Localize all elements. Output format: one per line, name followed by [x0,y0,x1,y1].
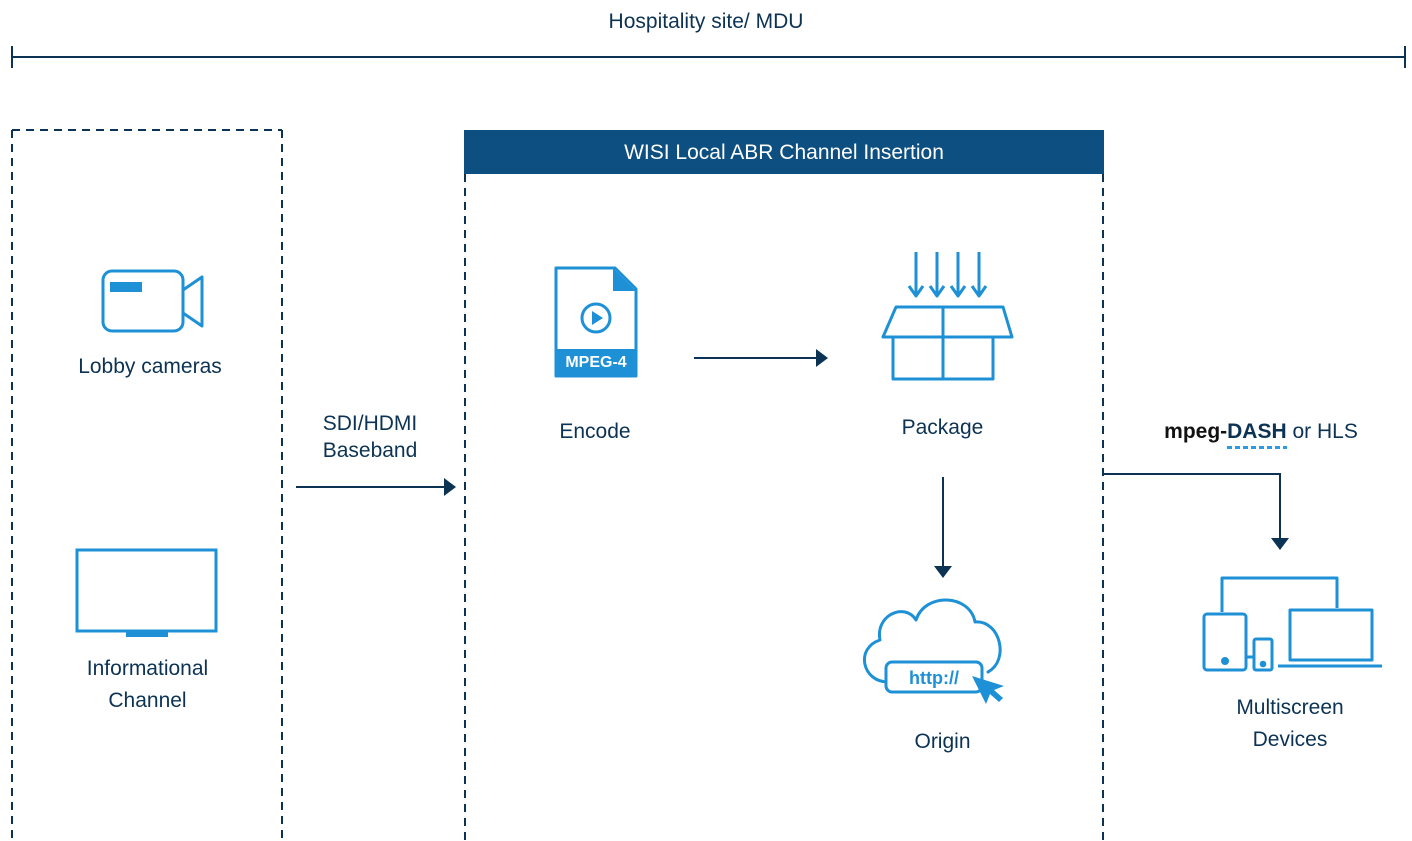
screen-icon [75,548,218,637]
origin-label: Origin [914,730,971,753]
baseband-link-label-line1: SDI/HDMI [322,412,418,435]
mpeg-dash-logo-dash-text: DASH [1227,420,1287,443]
stream-format-label: mpeg-DASH or HLS [1116,420,1406,449]
devices-label-line2: Devices [1252,728,1328,751]
devices-label-line1: Multiscreen [1236,696,1344,719]
site-title: Hospitality site/ MDU [608,10,804,33]
baseband-link-label-line2: Baseband [322,439,418,462]
encode-label: Encode [559,420,631,443]
format-suffix: or HLS [1286,420,1358,443]
output-arrow [1104,473,1289,550]
insertion-block-header: WISI Local ABR Channel Insertion [464,130,1104,174]
lobby-cameras-label: Lobby cameras [78,355,222,378]
package-icon [881,252,1014,381]
mpeg-dash-logo-dash: DASH [1227,420,1287,449]
devices-icon [1202,576,1382,672]
origin-cloud-icon [863,598,1004,704]
dash-dots-decoration [1227,446,1287,449]
mpeg4-badge-text: MPEG-4 [565,354,627,371]
source-group-box [11,129,283,841]
package-label: Package [901,416,984,439]
informational-channel-label-line2: Channel [108,689,187,712]
encode-to-package-arrow [694,349,828,367]
camera-icon [101,269,204,333]
baseband-arrow [296,478,456,496]
mpeg4-file-icon [554,266,638,378]
mpeg-dash-logo-prefix: mpeg- [1164,420,1228,443]
package-to-origin-arrow [934,477,952,578]
site-span-bracket [11,46,1406,68]
origin-url-badge: http:// [909,668,959,688]
informational-channel-label-line1: Informational [86,657,209,680]
